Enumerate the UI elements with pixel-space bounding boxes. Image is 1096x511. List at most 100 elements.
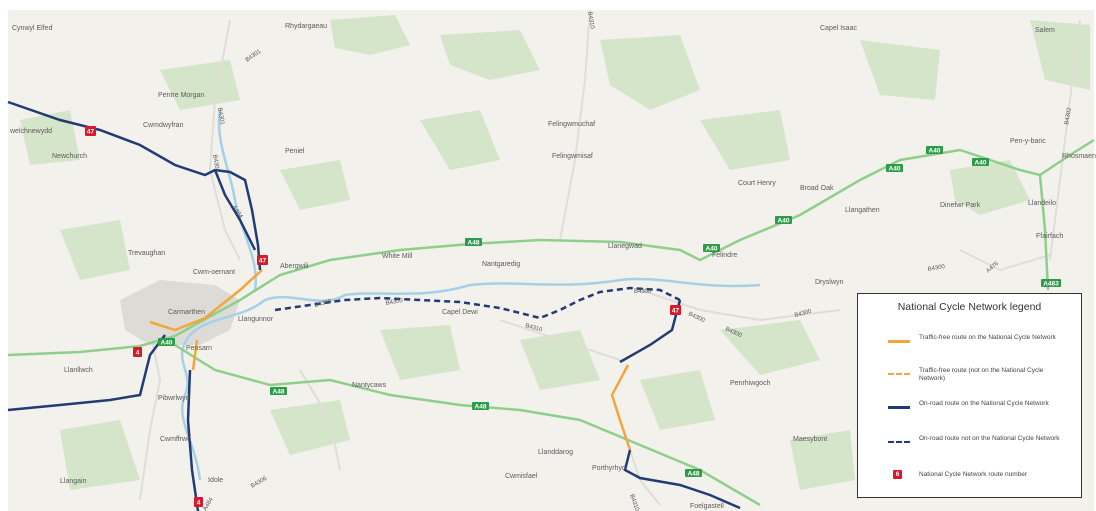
road-label: B4301 [211,154,220,173]
road-shield: A48 [465,238,482,246]
svg-text:A40: A40 [161,339,173,346]
legend-symbol-navy-solid [888,406,910,409]
ncn-route-number-badge[interactable]: 4 [133,347,142,357]
minor-road [208,19,241,261]
place-label: Cwmdwyfran [143,122,184,129]
ncn-route-number-badge[interactable]: 4 [194,497,203,507]
road-shield: A40 [158,338,175,346]
place-label: Cynwyl Elfed [12,25,53,32]
place-label: Cwm-oernant [193,269,235,276]
place-label: Foelgastell [690,503,724,510]
place-label: Llanddarog [538,449,573,456]
place-label: Broad Oak [800,185,834,192]
svg-text:A40: A40 [778,217,790,224]
woodland-patch [1030,20,1090,90]
place-label: Salem [1035,27,1055,34]
place-label: Trevaughan [128,250,165,257]
river-gwili [217,109,258,291]
road-label: B4310 [628,494,640,511]
ncn-route-4-west [7,334,166,412]
minor-road [139,329,162,501]
minor-road [959,249,1051,272]
road-shield: A40 [775,216,792,224]
svg-text:47: 47 [672,308,680,315]
traffic-free-route-carmarthen [149,269,263,332]
place-label: Felingwmuchaf [548,121,595,128]
minor-road [499,319,621,361]
svg-text:A48: A48 [475,403,487,410]
svg-text:A48: A48 [468,239,480,246]
place-label: Maesybont [793,436,827,443]
ncn-route-number-badge[interactable]: 47 [85,126,96,136]
legend-label: Traffic-free route on the National Cycle… [919,334,1056,341]
ncn-route-markers: 47 47 47 4 4 [85,126,681,507]
place-labels: Cynwyl Elfed Rhydargaeau Capel Isaac Sal… [9,23,1096,510]
place-label: Llandeilo [1028,200,1056,207]
place-label: welchnewydd [9,128,52,135]
woodland-patch [700,110,790,170]
place-label: Pensarn [186,345,212,352]
svg-text:4: 4 [136,350,140,357]
a483-road [1038,174,1050,291]
ncn-route-porthyrhyd-south [623,449,741,510]
minor-road [559,9,591,241]
legend-symbol-orange-solid [888,340,910,343]
legend-route-number-badge: 6 [893,470,902,479]
svg-text:47: 47 [259,258,267,265]
ncn-route-number-badge[interactable]: 47 [670,305,681,315]
road-label: B4302 [1064,107,1073,126]
road-label: B4300 [634,289,652,295]
svg-text:47: 47 [87,129,95,136]
road-shields: A40 A40 A40 A40 A40 A40 A48 A48 A48 A48 … [158,146,1061,477]
minor-road [1049,19,1081,261]
legend-item-traffic-free-ncn: Traffic-free route on the National Cycle… [858,331,1083,357]
road-shield: A40 [703,244,720,252]
legend-label: Traffic-free route (not on the National … [919,367,1044,382]
place-label: Cwmffrwd [160,436,191,443]
legend-symbol-orange-dashed [888,373,910,375]
map-legend: National Cycle Network legend Traffic-fr… [857,293,1082,498]
svg-text:A40: A40 [889,165,901,172]
place-label: Felindre [712,252,737,259]
place-label: Penrhiwgoch [730,380,771,387]
legend-label: On-road route not on the National Cycle … [919,435,1060,442]
woodland-patch [270,400,350,455]
road-label: B4310 [586,11,595,30]
svg-text:A483: A483 [1043,280,1059,287]
ncn-route-4-south [186,369,200,511]
place-label: Nantycaws [352,382,387,389]
woodland-patch [790,430,855,490]
place-label: Dryslwyn [815,279,843,286]
legend-symbol-navy-dashed [888,441,910,443]
place-label: Pentre Morgan [158,92,204,99]
road-shield: A40 [886,164,903,172]
road-label: B4300 [385,298,404,307]
woodland-patch [20,110,80,165]
legend-item-traffic-free-other: Traffic-free route (not on the National … [858,364,1083,390]
legend-label: National Cycle Network route number [919,471,1028,478]
ncn-route-number-badge[interactable]: 47 [257,255,268,265]
place-label: Capel Dewi [442,309,478,316]
minor-road [299,369,341,471]
road-shield: A40 [972,158,989,166]
place-label: Porthyrhyd [592,465,626,472]
legend-item-route-number: 6 National Cycle Network route number [858,465,1083,491]
woodland-layer [20,15,1090,490]
place-label: Llangunnor [238,316,274,323]
place-label: White Mill [382,253,413,260]
place-label: Dinefwr Park [940,202,981,209]
road-shield: A48 [270,387,287,395]
place-label: Idole [208,477,223,484]
place-label: Peniel [285,148,305,155]
legend-item-on-road-other: On-road route not on the National Cycle … [858,432,1083,458]
place-label: Felingwmisaf [552,153,593,160]
woodland-patch [440,30,540,80]
woodland-patch [640,370,715,430]
woodland-patch [950,160,1030,215]
road-label: B4300 [927,264,946,273]
svg-text:4: 4 [197,500,201,507]
svg-text:A40: A40 [975,159,987,166]
woodland-patch [60,220,130,280]
legend-label: On-road route on the National Cycle Netw… [919,400,1049,407]
